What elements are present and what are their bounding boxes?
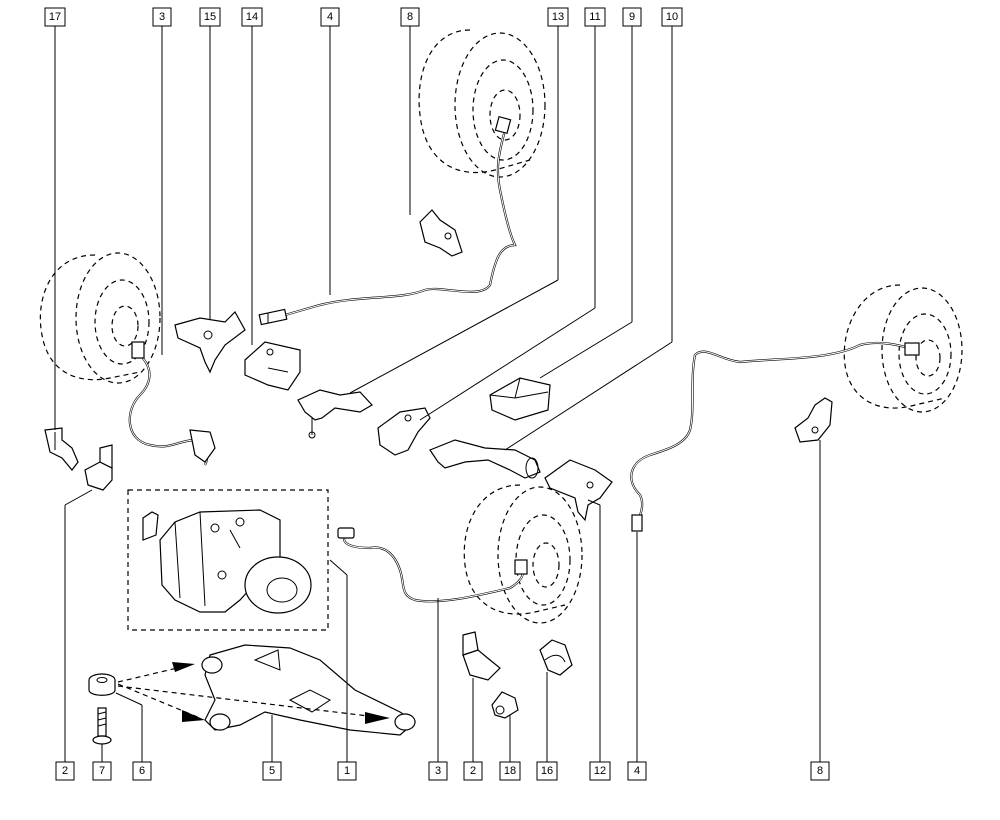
leader-lines (54, 26, 821, 762)
callout-18: 18 (499, 761, 521, 781)
callouts-top: 17 3 15 14 4 8 13 11 9 10 (44, 7, 683, 27)
callout-14: 14 (241, 7, 263, 27)
svg-text:2: 2 (62, 765, 68, 777)
callout-8-bottom: 8 (810, 761, 830, 781)
svg-text:12: 12 (594, 765, 606, 777)
mounting-bracket-5 (201, 644, 416, 736)
svg-text:15: 15 (204, 11, 216, 23)
svg-text:8: 8 (407, 11, 413, 23)
svg-text:14: 14 (246, 11, 258, 23)
callout-15: 15 (199, 7, 221, 27)
callouts-bottom: 2 7 6 5 1 3 2 18 16 12 4 8 (55, 761, 830, 781)
clip-2-left (84, 444, 113, 491)
callout-6: 6 (132, 761, 152, 781)
bracket-13 (297, 389, 373, 439)
callout-11: 11 (584, 7, 606, 27)
callout-2-bottom: 2 (463, 761, 483, 781)
bracket-14 (244, 341, 301, 391)
svg-text:17: 17 (49, 11, 61, 23)
callout-1: 1 (337, 761, 357, 781)
grommet-6 (88, 673, 116, 696)
bracket-11 (377, 407, 431, 456)
callout-7: 7 (92, 761, 112, 781)
callout-13: 13 (547, 7, 569, 27)
svg-text:11: 11 (589, 11, 600, 23)
sensor-module-9 (489, 377, 551, 421)
callout-5: 5 (262, 761, 282, 781)
svg-text:18: 18 (504, 765, 516, 777)
svg-text:6: 6 (139, 765, 145, 777)
svg-text:9: 9 (629, 11, 635, 23)
svg-text:13: 13 (552, 11, 564, 23)
bracket-8-right (794, 397, 833, 443)
abs-unit-1 (127, 489, 329, 631)
bracket-8-top (419, 209, 463, 257)
sensor-cable-front-right (630, 341, 920, 532)
assembly-arrows (117, 662, 390, 724)
bracket-12 (544, 459, 613, 522)
bracket-15 (174, 311, 246, 374)
svg-text:16: 16 (541, 765, 553, 777)
clip-16 (539, 639, 573, 676)
sensor-cable-rear-left (337, 527, 528, 603)
sensor-cable-front-left (128, 341, 216, 466)
wheel-rear-right (418, 29, 546, 178)
callout-17: 17 (44, 7, 66, 27)
clip-2-bottom (462, 631, 501, 681)
wheel-rear-left (463, 484, 583, 624)
svg-text:7: 7 (99, 765, 105, 777)
grommet-18 (491, 691, 519, 719)
svg-text:3: 3 (435, 765, 441, 777)
wheel-front-right (843, 284, 963, 413)
wheel-front-left (39, 252, 161, 384)
callout-2-left: 2 (55, 761, 75, 781)
callout-9: 9 (622, 7, 642, 27)
svg-text:4: 4 (327, 11, 333, 23)
callout-3-bottom: 3 (428, 761, 448, 781)
svg-text:1: 1 (344, 765, 350, 777)
callout-4-top: 4 (320, 7, 340, 27)
bracket-10 (429, 439, 541, 479)
callout-3-top: 3 (152, 7, 172, 27)
callout-8-top: 8 (400, 7, 420, 27)
callout-10: 10 (661, 7, 683, 27)
svg-text:8: 8 (817, 765, 823, 777)
svg-text:4: 4 (634, 765, 640, 777)
svg-text:3: 3 (159, 11, 165, 23)
callout-12: 12 (589, 761, 611, 781)
sensor-cable-rear-right (258, 115, 517, 326)
svg-text:10: 10 (666, 11, 678, 23)
callout-16: 16 (536, 761, 558, 781)
svg-text:5: 5 (269, 765, 275, 777)
svg-text:2: 2 (470, 765, 476, 777)
bracket-17 (44, 427, 79, 471)
bolt-7 (92, 707, 112, 745)
callout-4-bottom: 4 (627, 761, 647, 781)
